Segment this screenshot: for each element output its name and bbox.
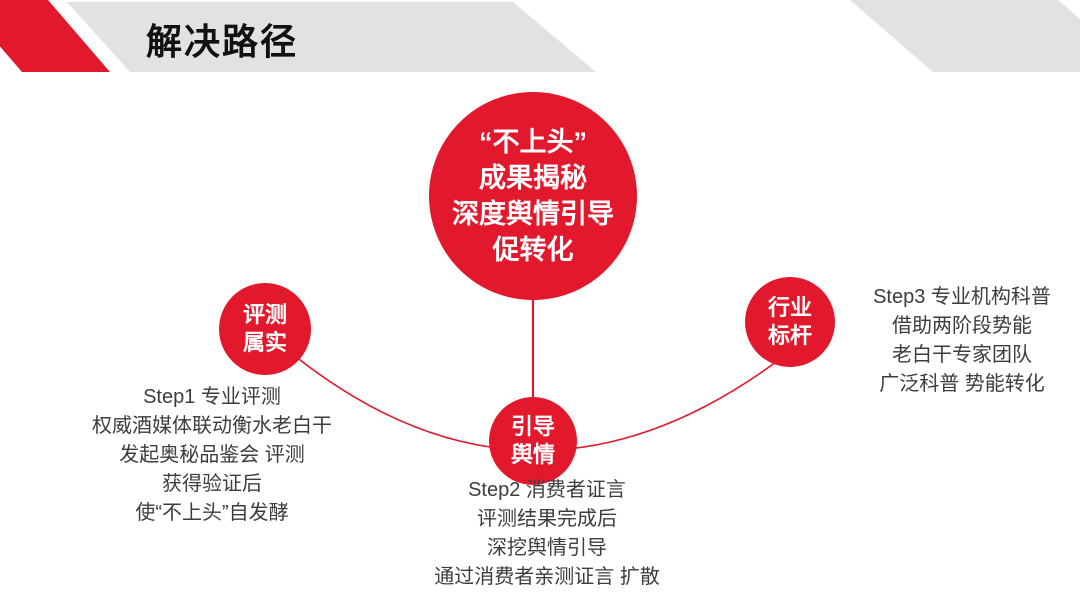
step2-line: 评测结果完成后 [477,508,617,530]
step2-line: Step2 消费者证言 [468,479,626,501]
title-banner-shape [67,2,596,72]
page-title: 解决路径 [146,21,299,62]
step3-line: 广泛科普 势能转化 [879,373,1045,395]
corner-gray-parallelogram [850,0,1080,72]
step3-line: 老白干专家团队 [892,344,1032,366]
step1-line: 发起奥秘品鉴会 评测 [119,444,305,466]
main-circle-line: 成果揭秘 [479,163,587,193]
node-label-line: 舆情 [510,442,555,467]
step1-line: Step1 专业评测 [143,386,281,408]
node-label-line: 评测 [242,302,287,327]
node-circle-step1: 评测 属实 [219,283,311,375]
step3-line: Step3 专业机构科普 [873,286,1051,308]
step2-text-block: Step2 消费者证言 评测结果完成后 深挖舆情引导 通过消费者亲测证言 扩散 [387,476,707,592]
main-circle-line: 促转化 [492,235,574,265]
step3-text-block: Step3 专业机构科普 借助两阶段势能 老白干专家团队 广泛科普 势能转化 [842,283,1080,399]
node-circle-step3: 行业 标杆 [745,277,835,367]
header-red-parallelogram [0,0,110,72]
step1-text-block: Step1 专业评测 权威酒媒体联动衡水老白干 发起奥秘品鉴会 评测 获得验证后… [62,383,362,528]
step2-line: 深挖舆情引导 [487,537,607,559]
node-circle-step2: 引导 舆情 [489,397,577,485]
step1-line: 权威酒媒体联动衡水老白干 [92,415,332,437]
node-label-line: 行业 [767,295,812,320]
step3-line: 借助两阶段势能 [892,315,1032,337]
step1-line: 使“不上头”自发酵 [135,502,289,524]
node-label-line: 引导 [510,414,555,439]
main-goal-circle: “不上头” 成果揭秘 深度舆情引导 促转化 [429,92,637,300]
main-circle-line: “不上头” [479,127,587,157]
step2-line: 通过消费者亲测证言 扩散 [434,566,660,588]
node-label-line: 标杆 [767,323,812,348]
main-circle-line: 深度舆情引导 [452,199,614,229]
step1-line: 获得验证后 [162,473,262,495]
node-label-line: 属实 [242,330,287,355]
